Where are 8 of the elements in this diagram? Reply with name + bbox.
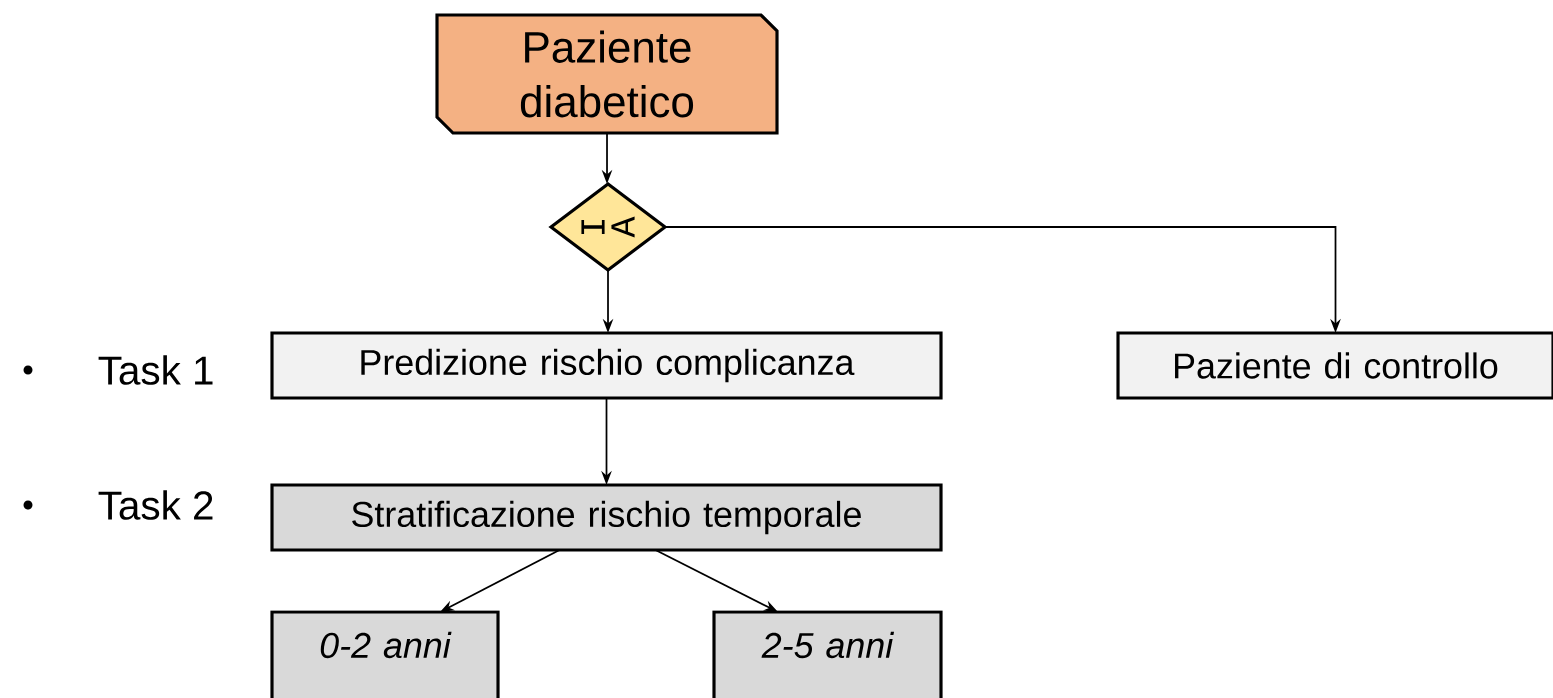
start-box: Paziente diabetico xyxy=(435,13,779,135)
task-label: Task 1 xyxy=(98,355,213,385)
process-box: 0-2 anni xyxy=(270,610,500,698)
process-box: Predizione rischio complicanza xyxy=(270,331,943,400)
process-box: 2-5 anni xyxy=(712,610,943,698)
process-box: Stratificazione rischio temporale xyxy=(270,483,943,552)
process-box: Paziente di controllo xyxy=(1116,331,1553,400)
task-label: Task 2 xyxy=(98,490,213,520)
